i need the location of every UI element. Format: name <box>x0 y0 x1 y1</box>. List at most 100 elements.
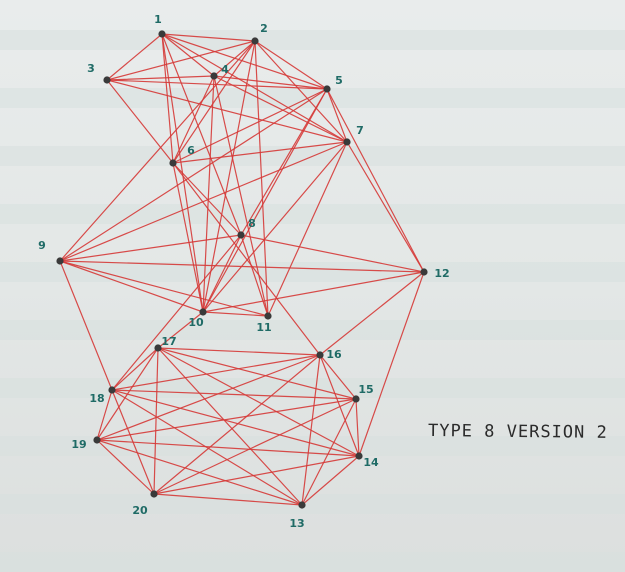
graph-edge <box>202 75 215 313</box>
graph-node <box>154 344 162 352</box>
paper-stripe <box>0 552 625 572</box>
node-label: 4 <box>221 63 229 76</box>
graph-edge <box>319 271 425 356</box>
node-label: 14 <box>363 456 379 469</box>
graph-edge <box>326 88 425 273</box>
graph-edge <box>202 234 242 313</box>
graph-edge <box>153 493 303 506</box>
graph-edge <box>96 439 360 457</box>
graph-edge <box>106 75 215 81</box>
node-label: 18 <box>89 392 104 405</box>
graph-edge <box>355 398 360 457</box>
graph-edge <box>153 347 159 495</box>
graph-edge <box>161 33 174 164</box>
graph-edge <box>172 88 328 164</box>
graph-node <box>420 268 428 276</box>
graph-node <box>56 257 64 265</box>
paper-stripe <box>0 320 625 340</box>
graph-edge <box>240 234 425 273</box>
node-label: 5 <box>335 74 343 87</box>
graph-edge <box>153 354 321 495</box>
graph-edge <box>157 347 321 356</box>
graph-edge <box>301 455 360 506</box>
graph-edge <box>172 40 256 164</box>
graph-edge <box>161 33 242 236</box>
graph-node <box>93 436 101 444</box>
graph-edge <box>59 260 269 317</box>
graph-edge <box>111 389 360 457</box>
graph-node <box>199 308 207 316</box>
graph-edge <box>202 311 269 317</box>
graph-edge <box>111 389 155 495</box>
node-label: 2 <box>260 22 268 35</box>
graph-edge <box>301 398 357 506</box>
handwritten-caption: TYPE 8 VERSION 2 <box>427 421 608 443</box>
node-label: 1 <box>154 13 162 26</box>
node-label: 13 <box>289 517 304 530</box>
graph-edge <box>172 141 348 164</box>
node-label: 17 <box>161 335 176 348</box>
graph-edge <box>59 260 204 313</box>
graph-node <box>343 138 351 146</box>
graph-edge <box>161 33 215 77</box>
graph-edge <box>172 162 242 236</box>
graph-edge <box>326 88 348 143</box>
graph-edges <box>59 33 425 506</box>
graph-edge <box>240 88 328 236</box>
graph-node <box>251 37 259 45</box>
graph-edge <box>254 40 328 90</box>
graph-edge <box>213 40 256 77</box>
graph-edge <box>106 33 163 81</box>
paper-stripe <box>0 436 625 456</box>
graph-edge <box>172 162 204 313</box>
graph-node <box>108 386 116 394</box>
paper-stripe <box>0 262 625 282</box>
graph-edge <box>319 354 357 400</box>
graph-node <box>323 85 331 93</box>
graph-edge <box>96 389 113 441</box>
paper-stripe <box>0 494 625 514</box>
graph-edge <box>106 40 256 81</box>
graph-node <box>103 76 111 84</box>
graph-edge <box>59 260 425 273</box>
graph-edge <box>96 347 159 441</box>
graph-edge <box>111 354 321 391</box>
graph-edge <box>153 398 357 495</box>
node-label: 20 <box>132 504 148 517</box>
graph-edge <box>202 88 328 313</box>
node-label: 9 <box>38 239 46 252</box>
graph-edge <box>202 141 348 313</box>
graph-edge <box>111 389 303 506</box>
graph-edge <box>254 40 269 317</box>
graph-edge <box>153 455 360 495</box>
graph-edge <box>106 79 348 143</box>
graph-edge <box>111 389 357 400</box>
node-label: 3 <box>87 62 95 75</box>
graph-edge <box>161 33 328 90</box>
graph-edge <box>254 40 348 143</box>
graph-node <box>355 452 363 460</box>
graph-edge <box>161 33 348 143</box>
graph-edge <box>157 347 357 400</box>
graph-edge <box>213 75 328 90</box>
graph-edge <box>346 141 425 273</box>
graph-edge <box>111 234 242 391</box>
graph-edge <box>157 347 360 457</box>
graph-edge <box>358 271 425 457</box>
graph-edge <box>96 354 321 441</box>
graph-node <box>352 395 360 403</box>
graph-node <box>264 312 272 320</box>
graph-node <box>169 159 177 167</box>
graph-edge <box>106 79 328 90</box>
graph-edge <box>240 234 269 317</box>
node-label: 19 <box>71 438 86 451</box>
graph-edge <box>161 33 256 42</box>
graph-edge <box>213 75 348 143</box>
paper-stripe <box>0 30 625 50</box>
graph-edge <box>172 75 215 164</box>
graph-edge <box>106 79 174 164</box>
graph-edge <box>59 40 256 262</box>
node-label: 6 <box>187 144 195 157</box>
